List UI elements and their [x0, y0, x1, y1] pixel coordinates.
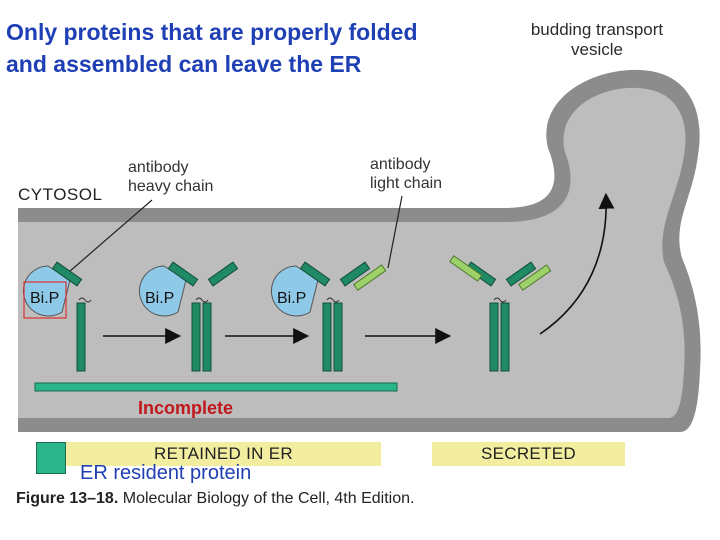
- disulfide-bond: [326, 297, 340, 303]
- secreted-band: SECRETED: [432, 442, 625, 466]
- bip-highlight-box: [23, 281, 67, 319]
- antibody-molecule-3: [299, 261, 387, 372]
- bip-blob-3: [270, 265, 319, 317]
- er-resident-swatch: [36, 442, 66, 474]
- export-arrow: [539, 192, 615, 335]
- light-chain-label: antibody light chain: [370, 156, 443, 192]
- bip-blob-1: [22, 265, 71, 317]
- figure-caption: Figure 13–18. Molecular Biology of the C…: [16, 490, 414, 508]
- antibody-molecule-1: [51, 261, 86, 372]
- vesicle-label: budding transport vesicle: [530, 20, 664, 59]
- disulfide-bond: [195, 297, 209, 303]
- retained-label: RETAINED IN ER: [154, 444, 293, 463]
- disulfide-bond: [493, 297, 507, 303]
- slide-title: Only proteins that are properly folded a…: [6, 19, 418, 77]
- bip-label-1: Bi.P: [30, 290, 60, 307]
- bip-blob-2: [138, 265, 187, 317]
- antibody-molecule-2: [167, 261, 239, 372]
- caption-text: Molecular Biology of the Cell, 4th Editi…: [122, 490, 415, 507]
- secreted-label: SECRETED: [481, 444, 576, 463]
- incomplete-band: [34, 382, 398, 392]
- light-chain-pointer: [387, 195, 403, 269]
- bip-label-2: Bi.P: [145, 290, 175, 307]
- caption-figure-number: Figure 13–18.: [16, 490, 119, 507]
- er-lumen: [18, 87, 686, 418]
- bip-label-3: Bi.P: [277, 290, 307, 307]
- antibody-molecule-4: [449, 255, 552, 372]
- retained-band: RETAINED IN ER: [66, 442, 381, 466]
- er-resident-label: ER resident protein: [80, 462, 252, 484]
- heavy-chain-pointer: [61, 199, 153, 279]
- heavy-chain-label: antibody heavy chain: [128, 159, 214, 195]
- cytosol-label: CYTOSOL: [18, 185, 103, 204]
- incomplete-label: Incomplete: [138, 398, 234, 418]
- disulfide-bond: [78, 297, 92, 303]
